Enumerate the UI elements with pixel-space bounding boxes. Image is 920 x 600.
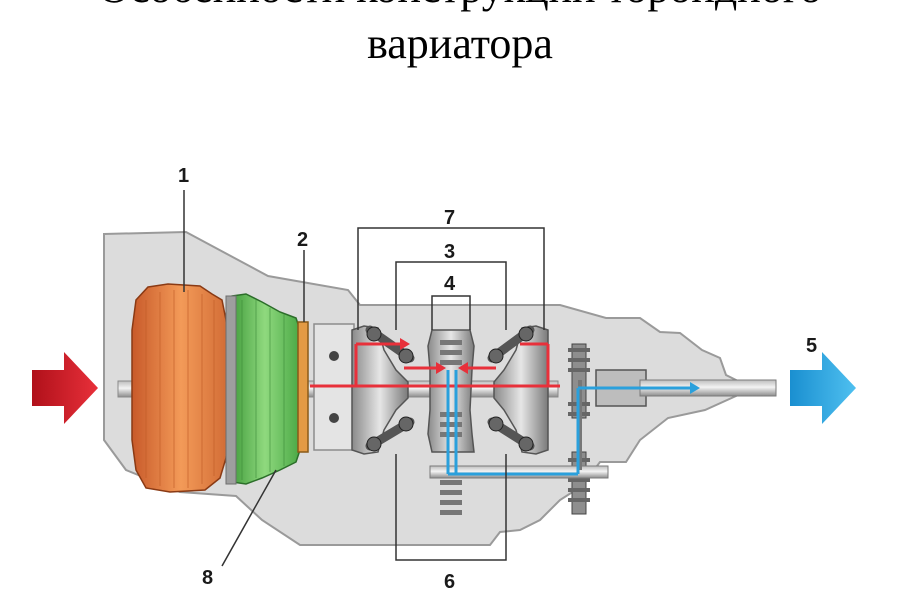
vertical-connector <box>578 380 582 470</box>
torque-converter-turbine <box>229 293 301 485</box>
input-arrow-icon <box>32 352 98 424</box>
callout-7: 7 <box>444 207 455 229</box>
power-roller-bottom-left <box>365 416 415 452</box>
callout-8: 8 <box>202 567 213 589</box>
output-arrow-icon <box>790 352 856 424</box>
page-title-line-2: вариатора <box>367 19 553 68</box>
callout-4: 4 <box>444 273 456 295</box>
power-flow-output-arrowhead <box>690 382 700 394</box>
bearing-ball-top <box>329 351 339 361</box>
power-flow-output <box>446 370 690 476</box>
callout-2: 2 <box>297 229 308 251</box>
output-disc-center <box>427 329 475 453</box>
callout-6: 6 <box>444 571 455 593</box>
title-block: Особенности конструкции тороидного вариа… <box>0 0 920 100</box>
lockup-clutch-disc <box>297 321 309 453</box>
power-flow-input <box>310 342 560 388</box>
variator-assembly <box>351 325 549 515</box>
callout-5: 5 <box>806 335 817 357</box>
callout-lines <box>183 190 545 567</box>
page-title-line-1: Особенности конструкции тороидного <box>0 0 920 13</box>
torque-converter-pump <box>131 283 231 493</box>
bearing-ball-bottom <box>329 413 339 423</box>
pump-blade-lines <box>145 290 215 488</box>
power-roller-top-right <box>487 325 535 364</box>
power-roller-bottom-right <box>487 416 535 452</box>
turbine-blade-lines <box>241 300 285 480</box>
power-flow-input-arrowheads <box>400 338 468 374</box>
stator-plate <box>225 295 237 485</box>
callout-1: 1 <box>178 165 189 187</box>
callout-3: 3 <box>444 241 455 263</box>
